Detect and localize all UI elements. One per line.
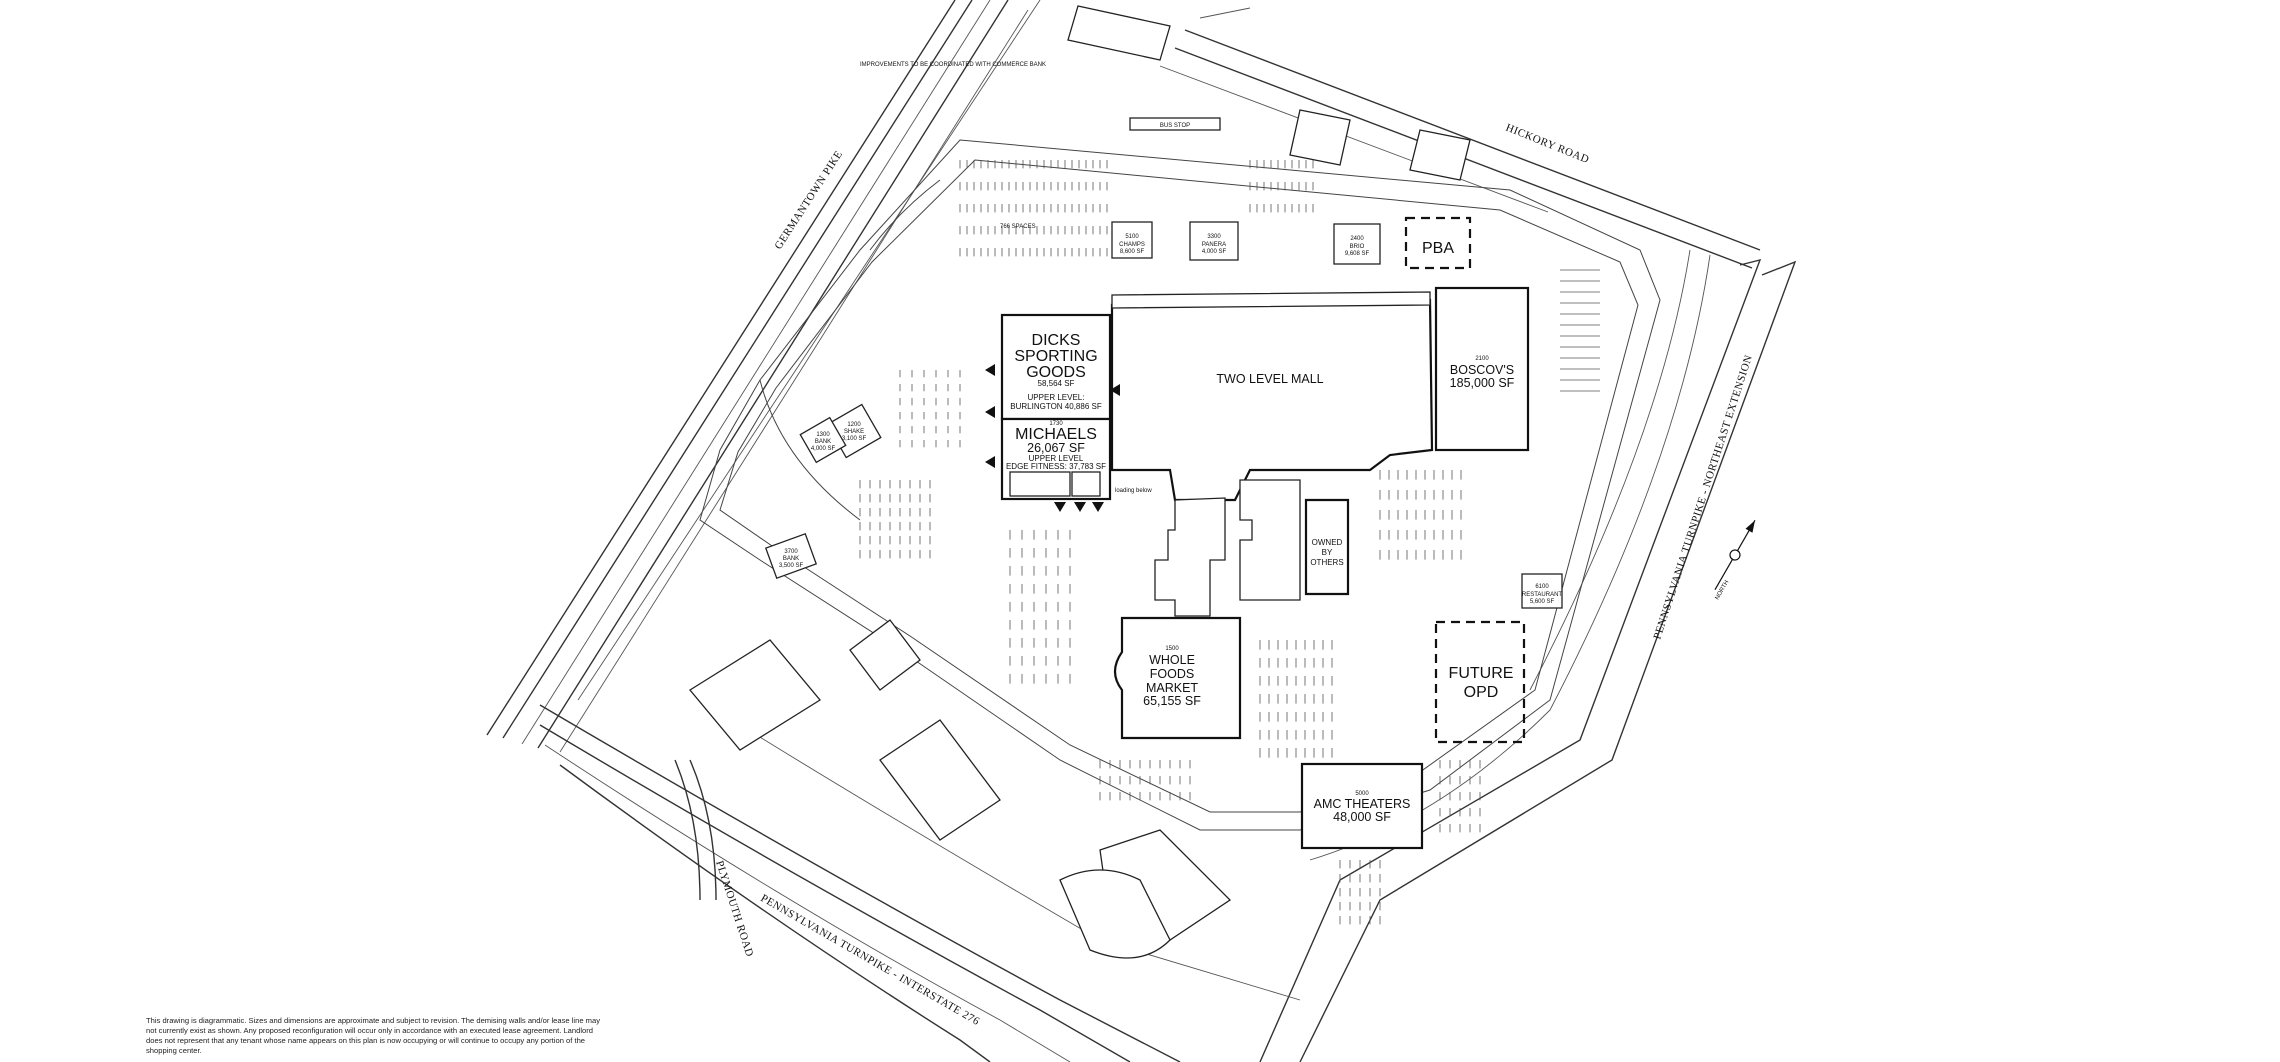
pad-1300: 1300 BANK 4,000 SF — [799, 416, 847, 464]
whole-foods-market: 1500 WHOLE FOODS MARKET 65,155 SF — [1113, 616, 1242, 740]
pad-3700-area: 3,500 SF — [779, 563, 804, 569]
pad-2400: 2400 BRIO 9,608 SF — [1333, 223, 1381, 265]
amc-name: AMC THEATERS — [1314, 797, 1411, 811]
pad-1200-unit: 1200 — [847, 422, 861, 428]
michaels-unit: 1730 — [1049, 421, 1063, 427]
michaels-upper-1: UPPER LEVEL — [1029, 454, 1084, 463]
owned-line-2: BY — [1322, 548, 1333, 557]
wholefoods-line-1: WHOLE — [1149, 653, 1195, 667]
north-arrow-icon — [1714, 520, 1756, 590]
pad-1200-name: SHAKE — [844, 429, 864, 435]
owned-line-1: OWNED — [1312, 538, 1343, 547]
pad-2400-unit: 2400 — [1350, 236, 1364, 242]
wholefoods-line-3: MARKET — [1146, 681, 1198, 695]
pad-3300-area: 4,000 SF — [1202, 249, 1227, 255]
wholefoods-unit: 1500 — [1165, 646, 1179, 652]
pad-3300-unit: 3300 — [1207, 234, 1221, 240]
pad-3700: 3700 BANK 3,500 SF — [764, 532, 818, 580]
bus-stop: BUS STOP — [1129, 117, 1221, 131]
pad-3700-name: BANK — [783, 556, 799, 562]
plymouth-road-label: PLYMOUTH ROAD — [713, 859, 755, 958]
owned-by-others: OWNED BY OTHERS — [1304, 498, 1350, 596]
michaels-name: MICHAELS — [1015, 426, 1097, 443]
pad-1300-area: 4,000 SF — [811, 446, 836, 452]
spaces-note: 766 SPACES — [1000, 224, 1036, 230]
pad-6100-name: RESTAURANT — [1522, 592, 1563, 598]
boscovs-unit: 2100 — [1475, 356, 1489, 362]
turnpike-ne-label: PENNSYLVANIA TURNPIKE - NORTHEAST EXTENS… — [1651, 353, 1755, 641]
pad-2400-area: 9,608 SF — [1345, 251, 1370, 257]
north-label: NORTH — [1715, 580, 1731, 601]
pad-6100-area: 5,600 SF — [1530, 599, 1555, 605]
dicks-name-3: GOODS — [1026, 364, 1086, 381]
pad-5100-unit: 5100 — [1125, 234, 1139, 240]
boscovs-area: 185,000 SF — [1450, 376, 1515, 390]
disclaimer-note: This drawing is diagrammatic. Sizes and … — [146, 1016, 601, 1055]
wholefoods-line-2: FOODS — [1150, 667, 1194, 681]
owned-line-3: OTHERS — [1310, 558, 1343, 567]
dicks-upper-2: BURLINGTON 40,886 SF — [1010, 402, 1102, 411]
michaels-area: 26,067 SF — [1027, 441, 1085, 455]
pad-3300-name: PANERA — [1202, 242, 1226, 248]
pad-1200-area: 3,100 SF — [842, 436, 867, 442]
germantown-pike-label: GERMANTOWN PIKE — [772, 149, 845, 252]
dicks-sporting-goods: DICKS SPORTING GOODS 58,564 SF UPPER LEV… — [1000, 313, 1112, 421]
loading-note: loading below — [1115, 488, 1152, 494]
pad-5100-name: CHAMPS — [1119, 242, 1145, 248]
boscovs-name: BOSCOV'S — [1450, 363, 1514, 377]
wholefoods-area: 65,155 SF — [1143, 694, 1201, 708]
hickory-road-label: HICKORY ROAD — [1504, 122, 1591, 166]
two-level-mall: TWO LEVEL MALL — [1110, 291, 1434, 502]
pad-5100: 5100 CHAMPS 8,600 SF — [1111, 221, 1153, 259]
michaels: 1730 MICHAELS 26,067 SF UPPER LEVEL EDGE… — [1000, 417, 1112, 501]
pad-3300: 3300 PANERA 4,000 SF — [1189, 221, 1239, 261]
inline-shops — [1154, 479, 1301, 617]
pad-5100-area: 8,600 SF — [1120, 249, 1145, 255]
future-opd-line-1: FUTURE — [1449, 665, 1514, 682]
mall-label: TWO LEVEL MALL — [1216, 372, 1323, 386]
dicks-name-1: DICKS — [1032, 332, 1081, 349]
pad-1300-name: BANK — [815, 439, 831, 445]
bus-stop-label: BUS STOP — [1160, 123, 1190, 129]
plymouth-road — [674, 759, 717, 901]
amc-unit: 5000 — [1355, 791, 1369, 797]
dicks-name-2: SPORTING — [1014, 348, 1097, 365]
parking-lots — [859, 160, 1600, 925]
amc-theaters: 5000 AMC THEATERS 48,000 SF — [1300, 762, 1424, 850]
germantown-pike-road — [486, 0, 1041, 753]
michaels-upper-2: EDGE FITNESS: 37,783 SF — [1006, 462, 1106, 471]
pad-3700-unit: 3700 — [784, 549, 798, 555]
dicks-upper-1: UPPER LEVEL: — [1028, 393, 1085, 402]
pad-6100: 6100 RESTAURANT 5,600 SF — [1521, 573, 1563, 609]
future-opd-pad: FUTURE OPD — [1434, 620, 1526, 744]
pad-1300-unit: 1300 — [816, 432, 830, 438]
pad-6100-unit: 6100 — [1535, 584, 1549, 590]
boscovs: 2100 BOSCOV'S 185,000 SF — [1434, 286, 1530, 452]
entrance-arrows — [985, 364, 1120, 512]
pba-pad: PBA — [1404, 216, 1472, 270]
dicks-area: 58,564 SF — [1038, 379, 1075, 388]
improvements-note: IMPROVEMENTS TO BE COORDINATED WITH COMM… — [860, 62, 1046, 68]
pba-label: PBA — [1422, 240, 1454, 257]
outparcel-buildings — [689, 5, 1471, 959]
amc-area: 48,000 SF — [1333, 810, 1391, 824]
future-opd-line-2: OPD — [1464, 684, 1499, 701]
pad-2400-name: BRIO — [1350, 244, 1365, 250]
